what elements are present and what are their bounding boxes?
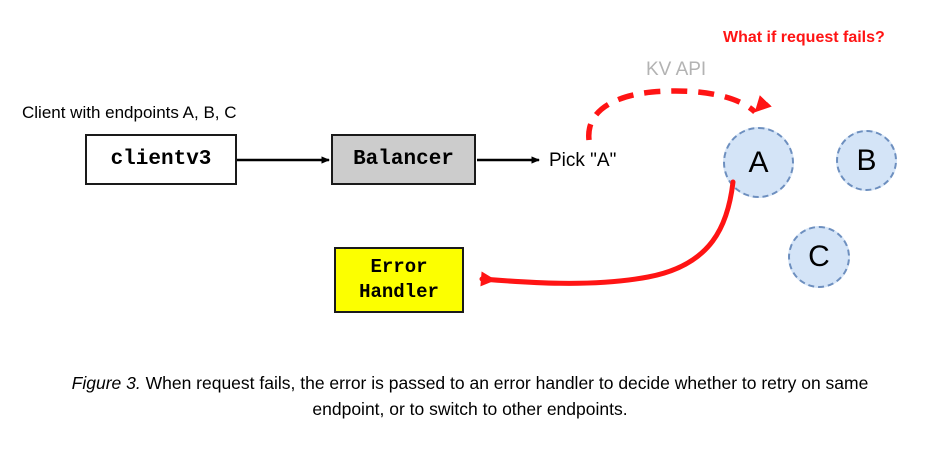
endpoint-circle-c: C bbox=[788, 226, 850, 288]
pick-a-label: Pick "A" bbox=[549, 150, 617, 171]
clientv3-box: clientv3 bbox=[85, 134, 237, 185]
caption-line-1: When request fails, the error is passed … bbox=[140, 373, 670, 393]
arrow-error-to-handler bbox=[479, 179, 736, 287]
caption-line-2: whether to retry on same endpoint, or to… bbox=[312, 373, 869, 420]
client-endpoints-label: Client with endpoints A, B, C bbox=[22, 103, 237, 122]
error-handler-box: Error Handler bbox=[334, 247, 464, 313]
error-handler-line-1: Error bbox=[370, 256, 428, 279]
figure-caption: Figure 3. When request fails, the error … bbox=[70, 370, 870, 423]
kv-api-label: KV API bbox=[646, 59, 707, 80]
arrow-kv-api-request-dashed bbox=[586, 88, 772, 141]
figure-number: Figure 3. bbox=[71, 373, 141, 393]
what-if-request-fails-label: What if request fails? bbox=[723, 29, 885, 46]
endpoint-circle-b: B bbox=[836, 130, 897, 191]
balancer-box: Balancer bbox=[331, 134, 476, 185]
error-handler-line-2: Handler bbox=[359, 281, 439, 303]
endpoint-circle-a: A bbox=[723, 127, 794, 198]
